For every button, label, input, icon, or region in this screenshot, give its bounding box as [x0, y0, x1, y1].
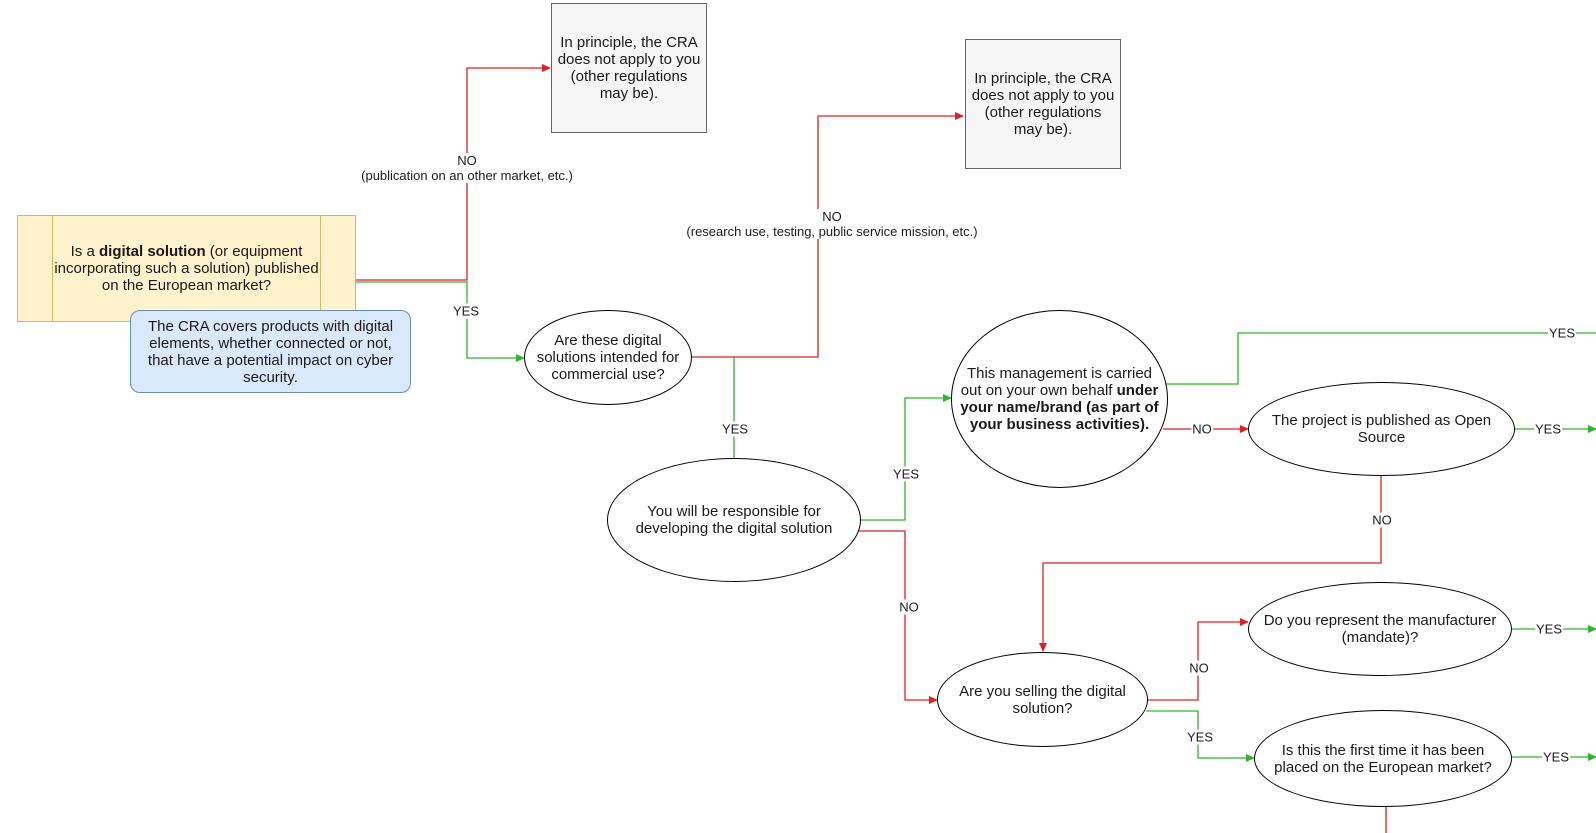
question-text: Is a digital solution (or equipment inco…: [54, 243, 319, 294]
commercial-text: Are these digital solutions intended for…: [536, 332, 680, 383]
outcome-cra-not-apply-1[interactable]: In principle, the CRA does not apply to …: [551, 3, 707, 133]
question-open-source[interactable]: The project is published as Open Source: [1248, 382, 1515, 476]
label-no-market-detail: (publication on an other market, etc.): [361, 168, 573, 183]
management-text-bold: under your name/brand (as part of your b…: [960, 382, 1159, 433]
label-no-open-source: NO: [1371, 512, 1393, 528]
edge-question-yes: [356, 281, 525, 362]
edge-responsible-yes: [859, 394, 952, 521]
label-yes-management: YES: [1547, 325, 1577, 341]
label-yes-responsible: YES: [891, 466, 921, 482]
question-first-time-market[interactable]: Is this the first time it has been place…: [1254, 710, 1512, 807]
question-selling-solution[interactable]: Are you selling the digital solution?: [937, 652, 1148, 747]
label-no-management: NO: [1191, 421, 1213, 437]
edge-management-yes: [1166, 332, 1596, 385]
cra-scope-note[interactable]: The CRA covers products with digital ele…: [130, 310, 411, 393]
label-yes-commercial: YES: [720, 421, 750, 437]
open-source-text: The project is published as Open Source: [1271, 412, 1492, 446]
label-yes-open-source: YES: [1533, 421, 1563, 437]
management-text-pre: This management is carried out on your o…: [960, 365, 1153, 399]
label-yes-first-time: YES: [1541, 749, 1571, 765]
label-yes-represent: YES: [1534, 621, 1564, 637]
label-no-commercial: NO (research use, testing, public servic…: [685, 209, 979, 239]
label-no-commercial-title: NO: [822, 209, 842, 224]
question-represent-manufacturer[interactable]: Do you represent the manufacturer (manda…: [1248, 582, 1512, 676]
outcome-2-text: In principle, the CRA does not apply to …: [971, 70, 1115, 138]
represent-text: Do you represent the manufacturer (manda…: [1263, 612, 1497, 646]
management-text: This management is carried out on your o…: [958, 365, 1161, 433]
selling-text: Are you selling the digital solution?: [959, 682, 1126, 717]
label-no-responsible: NO: [898, 599, 920, 615]
label-no-commercial-detail: (research use, testing, public service m…: [686, 224, 978, 239]
label-no-market: NO (publication on an other market, etc.…: [360, 153, 574, 183]
outcome-cra-not-apply-2[interactable]: In principle, the CRA does not apply to …: [965, 39, 1121, 169]
question-right-bar: [319, 216, 321, 321]
question-text-bold: digital solution: [98, 243, 206, 260]
edge-responsible-no: [858, 530, 938, 704]
first-time-text: Is this the first time it has been place…: [1274, 741, 1492, 776]
question-text-pre: Is a: [70, 243, 99, 260]
responsible-text: You will be responsible for developing t…: [635, 503, 833, 537]
outcome-1-text: In principle, the CRA does not apply to …: [557, 34, 701, 102]
note-text: The CRA covers products with digital ele…: [147, 317, 394, 386]
question-management-own-behalf[interactable]: This management is carried out on your o…: [951, 310, 1168, 488]
question-text-post: (or equipment incorporating such a solut…: [54, 243, 319, 294]
question-left-bar: [52, 216, 54, 321]
label-yes-selling: YES: [1185, 729, 1215, 745]
question-commercial-use[interactable]: Are these digital solutions intended for…: [524, 310, 692, 405]
label-yes-market: YES: [451, 303, 481, 319]
question-digital-solution[interactable]: Is a digital solution (or equipment inco…: [17, 215, 356, 322]
label-no-market-title: NO: [457, 153, 477, 168]
label-no-selling: NO: [1188, 660, 1210, 676]
question-responsible-developing[interactable]: You will be responsible for developing t…: [607, 458, 861, 582]
